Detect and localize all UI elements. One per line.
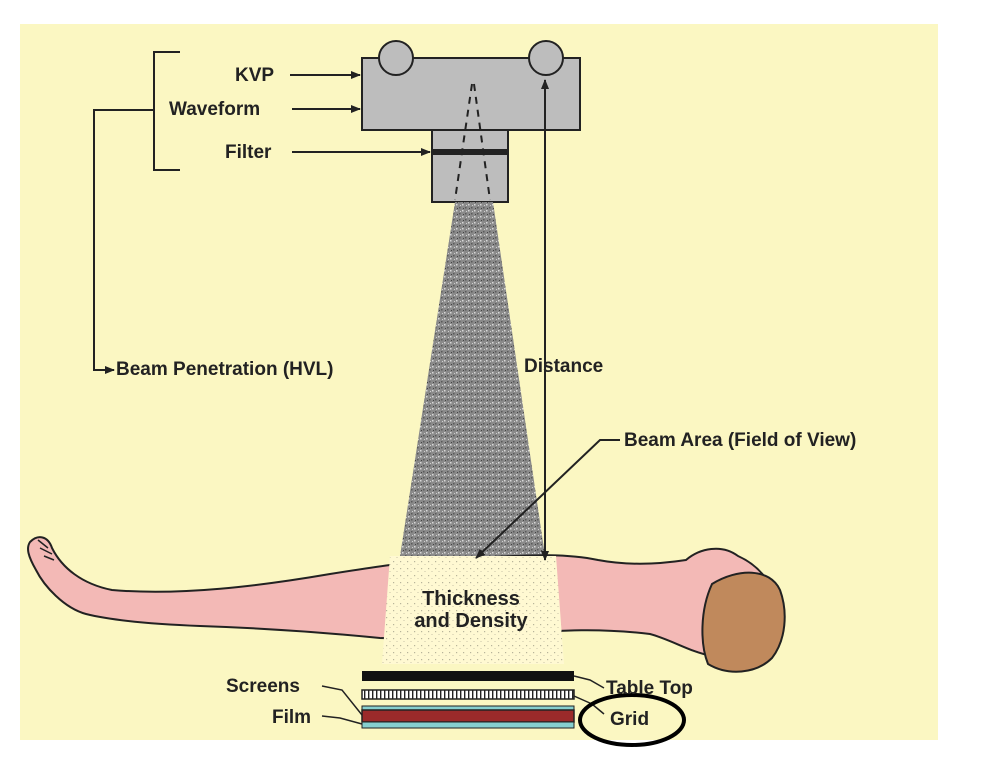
beam-penetration-leader	[93, 109, 154, 374]
label-thickness-density: Thickness and Density	[388, 588, 554, 632]
film-layer	[361, 709, 575, 723]
label-film: Film	[272, 707, 312, 728]
filter-plate	[432, 149, 508, 155]
label-distance: Distance	[524, 356, 604, 377]
label-screens: Screens	[226, 676, 300, 697]
grid-bar	[361, 689, 575, 700]
screen-bottom	[361, 721, 575, 729]
label-waveform: Waveform	[169, 99, 261, 120]
tissue-region	[382, 556, 564, 664]
beam-area-leader	[475, 439, 620, 559]
table-top-bar	[362, 671, 574, 681]
label-thickness: Thickness	[422, 588, 520, 610]
label-density: and Density	[414, 610, 528, 632]
label-beam-penetration: Beam Penetration (HVL)	[116, 359, 334, 380]
label-table-top: Table Top	[606, 678, 693, 699]
label-beam-area: Beam Area (Field of View)	[624, 430, 857, 451]
grid-highlight-circle	[578, 693, 686, 747]
xray-beam	[400, 202, 545, 556]
label-filter: Filter	[225, 142, 272, 163]
label-kvp: KVP	[235, 65, 275, 86]
label-grid: Grid	[610, 709, 650, 730]
